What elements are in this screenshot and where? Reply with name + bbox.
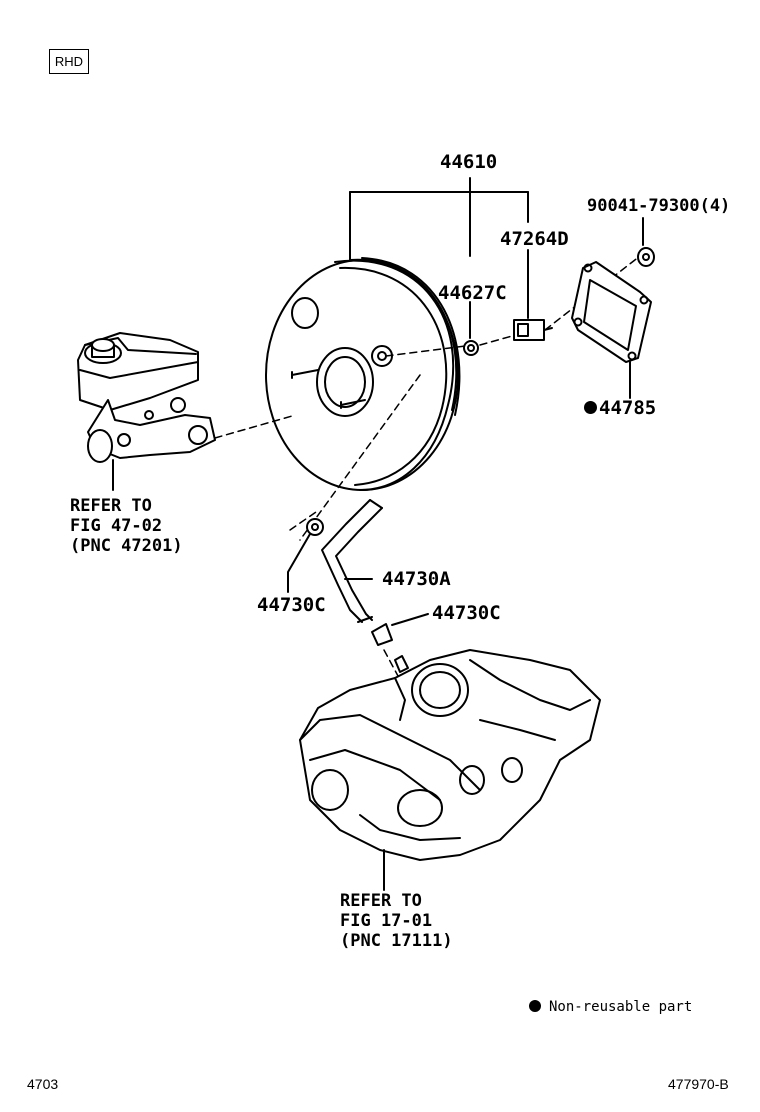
booster-studs	[291, 369, 366, 409]
label-nut-set: 90041-79300(4)	[587, 196, 731, 216]
brake-booster	[265, 257, 461, 491]
nut	[637, 217, 655, 267]
label-check-valve: 44627C	[438, 282, 507, 304]
booster-bracket-leader	[349, 177, 529, 319]
legend-non-reusable: Non-reusable part	[529, 999, 692, 1015]
check-valve	[463, 301, 479, 356]
refer-manifold: REFER TO FIG 17-01 (PNC 17111)	[340, 891, 453, 951]
legend-dot-icon	[529, 1000, 541, 1012]
clip-right	[371, 613, 429, 646]
footer-fig-number: 4703	[27, 1076, 59, 1092]
refer-manifold-line2: FIG 17-01	[340, 911, 433, 931]
refer-master-cyl-line1: REFER TO	[70, 496, 152, 516]
label-gasket-text: 44785	[599, 397, 657, 419]
footer-drawing-id: 477970-B	[668, 1076, 729, 1092]
legend-non-reusable-text: Non-reusable part	[549, 999, 693, 1015]
refer-manifold-line3: (PNC 17111)	[340, 931, 453, 951]
non-reusable-dot-icon	[584, 401, 597, 414]
clevis	[513, 319, 553, 341]
rhd-tag: RHD	[49, 49, 89, 74]
refer-manifold-line1: REFER TO	[340, 891, 422, 911]
refer-master-cyl-line3: (PNC 47201)	[70, 536, 183, 556]
gasket	[571, 261, 652, 399]
intake-manifold	[299, 649, 601, 891]
label-clip-left: 44730C	[257, 594, 326, 616]
label-hose: 44730A	[382, 568, 451, 590]
label-clip-right: 44730C	[432, 602, 501, 624]
master-cylinder	[77, 332, 216, 491]
label-booster-assy: 44610	[440, 151, 498, 173]
vacuum-hose	[321, 499, 383, 623]
label-gasket: 44785	[584, 397, 656, 419]
refer-master-cyl-line2: FIG 47-02	[70, 516, 163, 536]
refer-master-cyl: REFER TO FIG 47-02 (PNC 47201)	[70, 496, 183, 556]
clip-left	[287, 518, 324, 593]
label-clevis: 47264D	[500, 228, 569, 250]
